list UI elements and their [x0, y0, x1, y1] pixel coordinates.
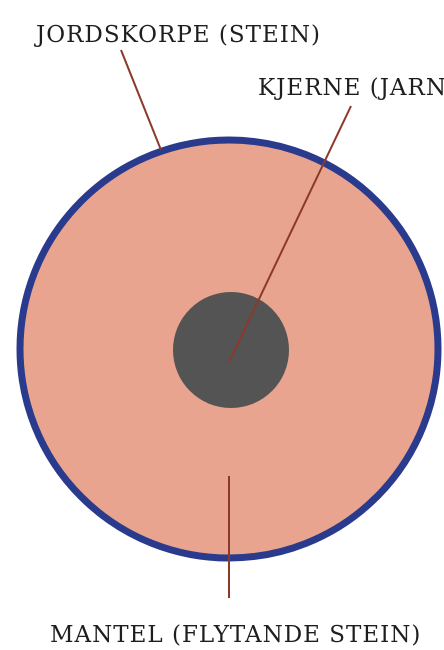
- core-label: KJERNE (JARN): [258, 75, 444, 101]
- mantle-label: MANTEL (FLYTANDE STEIN): [50, 622, 421, 648]
- crust-leader-line: [121, 50, 161, 150]
- core-layer: [173, 292, 289, 408]
- crust-label: JORDSKORPE (STEIN): [34, 22, 321, 48]
